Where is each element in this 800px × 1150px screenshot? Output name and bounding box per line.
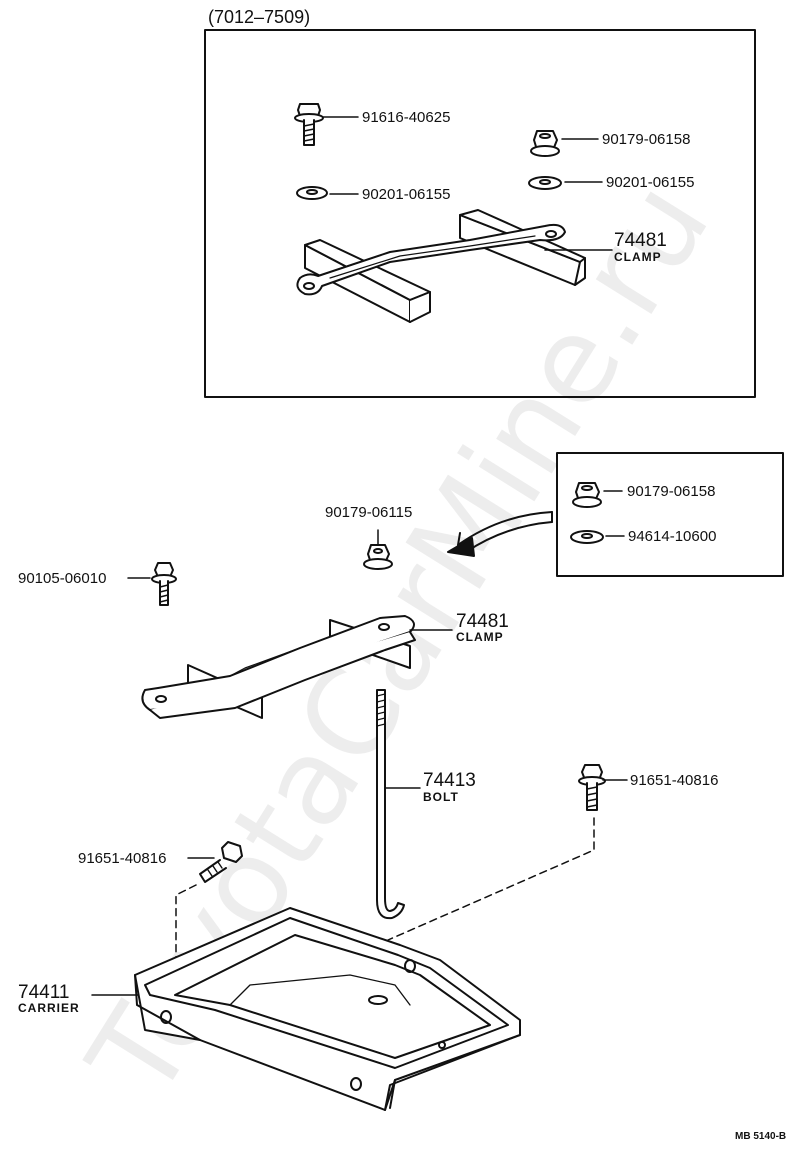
part-number-label: 90201-06155 [362, 186, 451, 203]
part-number-label: 91651-40816 [630, 772, 719, 789]
battery-carrier-tray-icon [134, 907, 521, 1111]
part-name-label: CLAMP [614, 250, 662, 264]
date-range-label: (7012–7509) [208, 7, 311, 27]
flange-nut-icon [572, 482, 602, 508]
flange-bolt-icon [294, 103, 324, 146]
part-number-label: 74481 [456, 611, 509, 632]
part-number-label: 91651-40816 [78, 850, 167, 867]
inset-right-frame [556, 452, 784, 577]
part-number-label: 91616-40625 [362, 109, 451, 126]
part-name-label: CARRIER [18, 1001, 80, 1015]
clamp-bracket-icon [296, 209, 586, 323]
washer-icon [570, 530, 604, 544]
pointer-arrow-icon [457, 511, 553, 550]
drawing-code: MB 5140-B [735, 1131, 787, 1142]
part-number-label: 94614-10600 [628, 528, 717, 545]
clamp-bracket-icon [141, 615, 416, 719]
inset-top-frame [204, 29, 756, 398]
washer-icon [528, 176, 562, 190]
flange-bolt-icon [578, 764, 606, 811]
flange-bolt-icon [151, 562, 177, 606]
part-name-label: BOLT [423, 790, 459, 804]
hook-bolt-icon [376, 689, 405, 920]
part-number-label: 74481 [614, 230, 667, 251]
washer-icon [296, 186, 328, 200]
part-number-label: 90179-06158 [627, 483, 716, 500]
part-name-label: CLAMP [456, 630, 504, 644]
part-number-label: 90105-06010 [18, 570, 107, 587]
part-number-label: 74413 [423, 770, 476, 791]
part-number-label: 90179-06158 [602, 131, 691, 148]
part-number-label: 74411 [18, 982, 70, 1003]
flange-nut-icon [363, 544, 393, 570]
part-number-label: 90179-06115 [325, 504, 413, 521]
flange-bolt-icon [199, 841, 243, 883]
part-number-label: 90201-06155 [606, 174, 695, 191]
flange-nut-icon [530, 130, 560, 157]
